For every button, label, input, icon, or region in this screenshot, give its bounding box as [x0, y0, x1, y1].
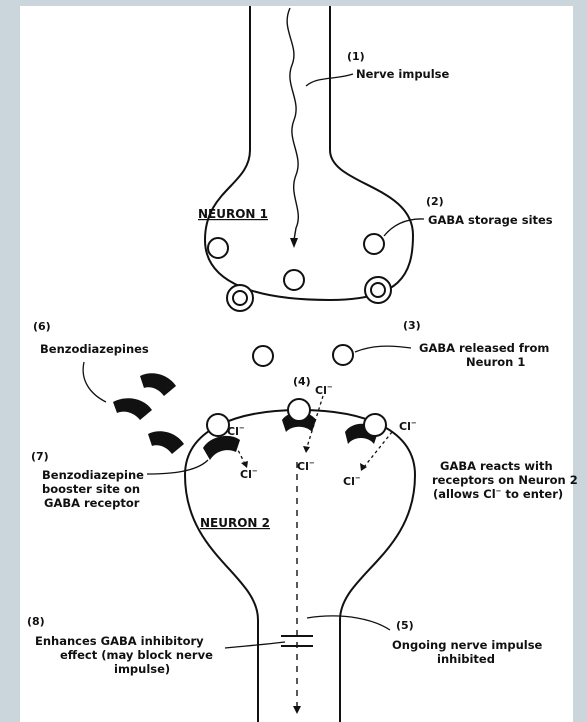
chloride-entry-arrowhead: [241, 461, 248, 468]
gaba-bound-molecule: [287, 398, 311, 422]
label-ongoing-impulse-1: Ongoing nerve impulse: [392, 638, 543, 652]
label-number-8: (8): [27, 615, 45, 628]
gaba-fusing-vesicle: [232, 290, 248, 306]
callout-line-3: [354, 345, 412, 353]
label-gaba-reacts-2: receptors on Neuron 2: [432, 473, 578, 487]
diagram-panel: [20, 6, 573, 722]
frame-top: [0, 0, 587, 6]
label-number-3: (3): [403, 319, 421, 332]
benzodiazepine-molecule: [140, 373, 176, 396]
label-enhances-1: Enhances GABA inhibitory: [35, 634, 204, 648]
gaba-storage-vesicle: [207, 237, 229, 259]
gaba-storage-vesicle: [363, 233, 385, 255]
chloride-entry-arrow: [232, 439, 245, 463]
benzodiazepine-molecule: [148, 431, 184, 454]
callout-line-7: [146, 459, 209, 475]
neuron1-label: NEURON 1: [198, 207, 268, 221]
label-booster-2: booster site on: [42, 482, 140, 496]
nerve-impulse-wave: [286, 7, 299, 241]
callout-line-6: [82, 361, 107, 403]
chloride-entry-arrow: [363, 431, 393, 468]
callout-line-8: [224, 641, 286, 649]
label-gaba-storage-sites: GABA storage sites: [428, 213, 553, 227]
chloride-ion-label: Cl−: [297, 459, 315, 473]
label-gaba-reacts-1: GABA reacts with: [440, 459, 553, 473]
label-nerve-impulse: Nerve impulse: [356, 67, 450, 81]
chloride-ion-label: Cl−: [240, 467, 258, 481]
gaba-receptor-left: [203, 435, 240, 460]
neuron2-membrane: [183, 408, 417, 722]
label-number-6: (6): [33, 320, 51, 333]
label-enhances-2: effect (may block nerve: [60, 648, 213, 662]
gaba-storage-vesicle: [283, 269, 305, 291]
chloride-ion-label: Cl−: [315, 383, 333, 397]
inhibited-impulse-arrowhead: [293, 706, 301, 714]
callout-line-2: [383, 218, 425, 237]
label-gaba-reacts-3: (allows Cl− to enter): [433, 487, 563, 501]
nerve-impulse-arrowhead: [290, 238, 298, 248]
label-enhances-3: impulse): [114, 662, 170, 676]
label-booster-1: Benzodiazepine: [42, 468, 144, 482]
chloride-ion-label: Cl−: [399, 419, 417, 433]
label-number-2: (2): [426, 195, 444, 208]
frame-left: [0, 0, 20, 722]
neuron1-membrane: [203, 6, 415, 302]
label-booster-3: GABA receptor: [44, 496, 140, 510]
frame-right: [573, 0, 587, 722]
label-gaba-released-2: Neuron 1: [466, 355, 525, 369]
label-benzodiazepines: Benzodiazepines: [40, 342, 149, 356]
gaba-bound-molecule: [206, 413, 230, 437]
neuron2-label: NEURON 2: [200, 516, 270, 530]
callout-line-1: [305, 73, 354, 87]
chloride-ion-label: Cl−: [343, 474, 361, 488]
gaba-released-molecule: [252, 345, 274, 367]
callout-line-5: [306, 615, 391, 631]
chloride-entry-arrowhead: [303, 446, 310, 453]
label-ongoing-impulse-2: inhibited: [437, 652, 495, 666]
gaba-released-molecule: [332, 344, 354, 366]
label-number-1: (1): [347, 50, 365, 63]
label-number-4: (4): [293, 375, 311, 388]
gaba-fusing-vesicle: [370, 282, 386, 298]
label-number-7: (7): [31, 450, 49, 463]
chloride-entry-arrow: [306, 395, 324, 448]
chloride-entry-arrowhead: [360, 463, 367, 471]
benzodiazepine-molecule: [113, 398, 152, 420]
gaba-bound-molecule: [363, 413, 387, 437]
chloride-ion-label: Cl−: [227, 424, 245, 438]
label-gaba-released-1: GABA released from: [419, 341, 549, 355]
label-number-5: (5): [396, 619, 414, 632]
